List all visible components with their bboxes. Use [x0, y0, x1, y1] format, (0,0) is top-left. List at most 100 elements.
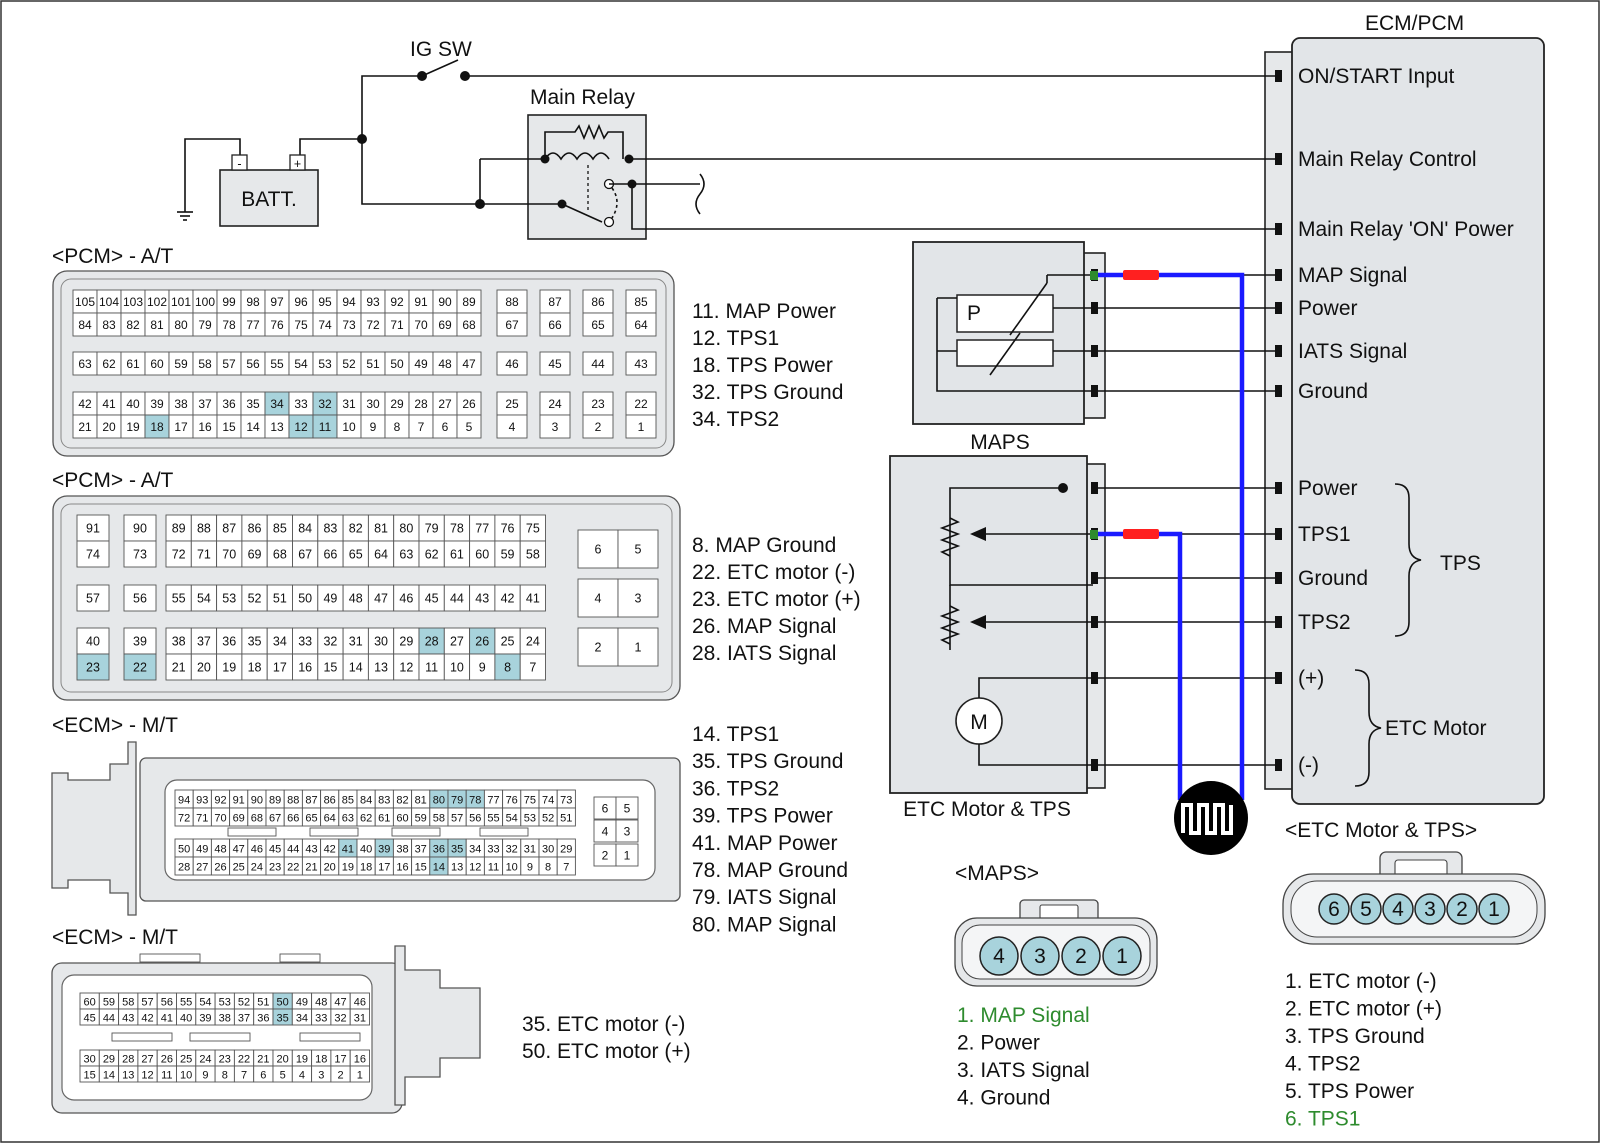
ecm1-pin-number: 5: [624, 802, 631, 816]
etc-pin-terminal: [1091, 672, 1098, 684]
ecm1-pin-number: 52: [542, 813, 554, 825]
ecm1-pin-number: 91: [233, 795, 245, 807]
pcm1-pin-number: 104: [99, 295, 119, 309]
pcm2-pin-number: 35: [248, 635, 262, 649]
ecm2-pin-number: 14: [103, 1070, 115, 1082]
pcm2-cell: [469, 584, 496, 612]
ecm1-pin-number: 57: [451, 813, 463, 825]
maps-pin-terminal: [1091, 345, 1098, 357]
probe-wire-map-signal: [1093, 272, 1245, 800]
ecm2-pin-number: 21: [257, 1054, 269, 1066]
ecm1-pin-number: 61: [378, 813, 390, 825]
pcm1-cell: [496, 312, 528, 337]
probe-clip-tps1: [1123, 529, 1159, 539]
pcm1-cell: [625, 414, 657, 439]
pcm2-pin-number: 52: [248, 592, 262, 606]
pcm1-cell: [582, 414, 614, 439]
ecm1-connector-latch: [51, 741, 137, 916]
etc-conn-pin-number: 5: [1360, 898, 1372, 921]
relay-resistor: [544, 123, 624, 159]
ecm1-pin-number: 71: [196, 813, 208, 825]
ecm1-pin-number: 72: [178, 813, 190, 825]
pcm2-legend-item: 28. IATS Signal: [692, 642, 836, 665]
ecm1-pin-number: 17: [378, 862, 390, 874]
pcm1-pin-number: 50: [390, 357, 404, 371]
ecm2-pin-number: 10: [180, 1070, 192, 1082]
ecm-pin-label: Power: [1298, 477, 1358, 500]
ecm2-pin-number: 28: [122, 1054, 134, 1066]
pcm2-cell: [617, 529, 659, 569]
pcm2-pin-number: 40: [86, 635, 100, 649]
pcm1-pin-number: 41: [102, 397, 116, 411]
pcm1-pin-number: 96: [294, 295, 308, 309]
pcm1-pin-number: 29: [390, 397, 404, 411]
ecm1-pin-number: 67: [269, 813, 281, 825]
ecm2-cell: [349, 1008, 370, 1026]
pcm1-pin-number: 73: [342, 318, 356, 332]
pcm2-pin-number: 30: [374, 635, 388, 649]
ecm1-legend-item: 35. TPS Ground: [692, 750, 843, 773]
pcm2-pin-number: 39: [133, 635, 147, 649]
pcm2-pin-number: 54: [197, 592, 211, 606]
pcm2-cell: [266, 514, 293, 542]
ecm1-pin-number: 9: [527, 862, 533, 874]
ecm2-pin-number: 15: [84, 1070, 96, 1082]
pcm2-cell: [76, 584, 110, 612]
etc-conn-pin-number: 6: [1328, 898, 1340, 921]
ecm1-pin-number: 93: [196, 795, 208, 807]
pcm1-pin-number: 24: [548, 397, 562, 411]
ecm1-pin-number: 79: [451, 795, 463, 807]
pcm2-pin-number: 24: [526, 635, 540, 649]
ecm-pin-terminal: [1275, 616, 1282, 628]
maps-conn-pin-number: 4: [993, 945, 1005, 968]
ecm-pin-terminal: [1275, 269, 1282, 281]
pcm2-pin-number: 13: [374, 661, 388, 675]
pcm1-pin-number: 8: [394, 420, 401, 434]
pcm2-cell: [577, 627, 619, 667]
ecm1-pin-number: 86: [324, 795, 336, 807]
pcm2-pin-number: 86: [248, 522, 262, 536]
ecm1-pin-number: 82: [396, 795, 408, 807]
pcm1-pin-number: 51: [366, 357, 380, 371]
pcm2-pin-number: 59: [501, 548, 515, 562]
ecm-pin-label: Main Relay Control: [1298, 148, 1477, 171]
pcm1-cell: [539, 351, 571, 376]
pcm1-pin-number: 7: [418, 420, 425, 434]
etc-conn-pin: [1382, 893, 1414, 925]
ecm1-pin-number: 65: [305, 813, 317, 825]
ecm2-pin-number: 24: [199, 1054, 211, 1066]
ecm2-pin-number: 43: [122, 1013, 134, 1025]
pcm2-pin-number: 5: [635, 543, 642, 557]
pcm1-pin-number: 49: [414, 357, 428, 371]
ecm1-pin-number: 50: [178, 844, 190, 856]
maps-conn-pin-number: 1: [1116, 945, 1128, 968]
ecm2-pin-number: 20: [277, 1054, 289, 1066]
ecm2-legend-item: 50. ETC motor (+): [522, 1040, 691, 1063]
pcm1-pin-number: 36: [222, 397, 236, 411]
pcm2-pin-number: 84: [298, 522, 312, 536]
pcm1-pin-number: 93: [366, 295, 380, 309]
pcm1-pin-number: 88: [505, 295, 519, 309]
ecm1-pin-number: 89: [269, 795, 281, 807]
pcm1-pin-number: 12: [294, 420, 308, 434]
ecm2-pin-number: 31: [354, 1013, 366, 1025]
ecm2-pin-number: 4: [299, 1070, 305, 1082]
pcm2-cell: [469, 540, 496, 568]
ecm2-pin-number: 7: [241, 1070, 247, 1082]
pcm1-pin-number: 85: [634, 295, 648, 309]
pcm1-pin-number: 54: [294, 357, 308, 371]
pcm1-pin-number: 77: [246, 318, 260, 332]
pcm2-pin-number: 89: [172, 522, 186, 536]
pcm1-pin-number: 2: [595, 420, 602, 434]
etc_conn-legend-item: 4. TPS2: [1285, 1053, 1361, 1076]
ecm2-pin-number: 60: [84, 997, 96, 1009]
pcm2-cell: [443, 540, 471, 568]
ecm2-pin-number: 40: [180, 1013, 192, 1025]
pcm2-cell: [418, 627, 445, 655]
ecm2-pin-number: 26: [161, 1054, 173, 1066]
ecm1-pin-number: 62: [360, 813, 372, 825]
